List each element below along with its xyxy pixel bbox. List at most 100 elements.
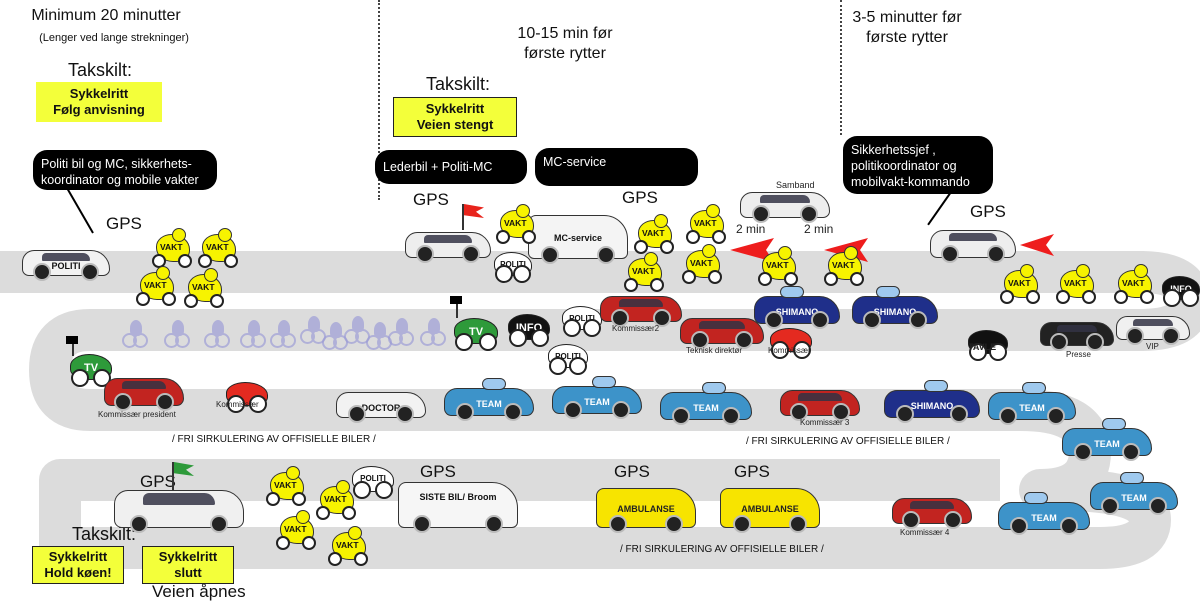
- bubble-safety: Sikkerhetssjef , politikoordinator og mo…: [843, 136, 993, 194]
- vakt-label: VAKT: [504, 218, 527, 228]
- free-circulation-label: / FRI SIRKULERING AV OFFISIELLE BILER /: [620, 544, 824, 555]
- vakt-motorbike: VAKT: [314, 480, 356, 520]
- vakt-motorbike: VAKT: [494, 204, 536, 244]
- vakt-motorbike: VAKT: [264, 466, 306, 506]
- kommissaer-president-label: Kommissær president: [98, 410, 176, 419]
- section-divider: [840, 0, 842, 135]
- team-car: TEAM: [998, 502, 1090, 535]
- shimano-car: SHIMANO: [852, 296, 938, 329]
- vakt-motorbike: VAKT: [326, 526, 368, 566]
- police-motorbike: POLITI: [562, 306, 602, 337]
- police-car: POLITI: [22, 250, 110, 281]
- shimano-car: SHIMANO: [754, 296, 840, 329]
- col1-note: (Lenger ved lange strekninger): [39, 32, 189, 44]
- two-min-label: 2 min: [804, 222, 834, 236]
- team-car: TEAM: [1062, 428, 1152, 461]
- vakt-label: VAKT: [336, 540, 359, 550]
- team-label: TEAM: [1019, 403, 1045, 414]
- roof-sign-end: Sykkelritt slutt: [142, 546, 234, 584]
- vakt-label: VAKT: [832, 260, 855, 270]
- commissaire-car: [600, 296, 682, 327]
- roof-bike-icon: [1120, 472, 1144, 484]
- ambulance: AMBULANSE: [720, 488, 820, 533]
- col2-title: 10-15 min før første rytter: [517, 25, 613, 62]
- team-label: TEAM: [1121, 493, 1147, 504]
- takskilt-label: Takskilt:: [68, 60, 133, 80]
- chevron-left-icon: [1020, 234, 1054, 256]
- teknisk-label: Teknisk direktør: [686, 346, 743, 355]
- cyclist-icon: [420, 318, 446, 346]
- commissaire-car: [780, 390, 860, 421]
- vakt-motorbike: VAKT: [274, 510, 316, 550]
- president-car: [104, 378, 184, 411]
- col1-title: Minimum 20 minutter: [31, 7, 181, 24]
- tavle-label: TAVLE: [968, 342, 997, 352]
- takskilt-label: Takskilt:: [426, 74, 491, 94]
- tv-motorbike: TV: [70, 354, 112, 387]
- team-label: TEAM: [476, 399, 502, 410]
- press-car: [1040, 322, 1114, 351]
- sign-line: Veien stengt: [416, 117, 494, 132]
- info-label: INFO: [1170, 283, 1192, 294]
- police-moto-label: POLITI: [500, 259, 526, 269]
- bubble-lead: Lederbil + Politi-MC: [375, 150, 527, 184]
- sign-line: Hold køen!: [44, 565, 112, 580]
- sign-line: Sykkelritt: [425, 101, 485, 116]
- vakt-label: VAKT: [1064, 278, 1087, 288]
- vakt-motorbike: VAKT: [822, 246, 864, 286]
- vip-car: [1116, 316, 1190, 345]
- vakt-motorbike: VAKT: [182, 268, 224, 308]
- roof-sign-hold-queue: Sykkelritt Hold køen!: [32, 546, 124, 584]
- vakt-label: VAKT: [284, 524, 307, 534]
- sign-line: Sykkelritt: [158, 549, 218, 564]
- vip-label: VIP: [1146, 342, 1159, 351]
- doctor-label: DOCTOR: [361, 402, 401, 413]
- cyclist-icon: [204, 320, 230, 348]
- team-car: TEAM: [988, 392, 1076, 425]
- shimano-label: SHIMANO: [775, 307, 819, 318]
- vakt-label: VAKT: [1122, 278, 1145, 288]
- chevron-left-icon: [730, 238, 774, 262]
- vakt-label: VAKT: [766, 260, 789, 270]
- roof-sign-closed: Sykkelritt Veien stengt: [393, 97, 517, 137]
- kommissaer4-label: Kommissær 4: [900, 528, 950, 537]
- shimano-label: SHIMANO: [873, 307, 917, 318]
- free-circulation-label: / FRI SIRKULERING AV OFFISIELLE BILER /: [746, 436, 950, 447]
- vakt-label: VAKT: [1008, 278, 1031, 288]
- shimano-label: SHIMANO: [910, 401, 954, 412]
- vakt-label: VAKT: [206, 242, 229, 252]
- bubble-mc-service: MC-service: [535, 148, 698, 186]
- kommissaer3-label: Kommissær 3: [800, 418, 850, 427]
- roof-bike-icon: [592, 376, 616, 388]
- flag-pole: [172, 462, 174, 490]
- flag-pole: [462, 204, 464, 230]
- col3-title: 3-5 minutter før første rytter: [852, 9, 962, 46]
- team-car: TEAM: [660, 392, 752, 425]
- section-divider: [378, 0, 380, 200]
- team-label: TEAM: [584, 397, 610, 408]
- tv-label: TV: [468, 326, 484, 339]
- broom-lead-car: [114, 490, 244, 533]
- gps-label: GPS: [614, 462, 650, 481]
- vakt-motorbike: VAKT: [134, 266, 176, 306]
- vakt-motorbike: VAKT: [196, 228, 238, 268]
- gps-label: GPS: [106, 214, 142, 233]
- gps-label: GPS: [734, 462, 770, 481]
- police-moto-label: POLITI: [569, 313, 595, 323]
- camera-icon: [450, 296, 462, 304]
- vakt-label: VAKT: [192, 282, 215, 292]
- team-car: TEAM: [444, 388, 534, 421]
- mc-service-van: MC-service: [528, 215, 628, 264]
- info-motorbike: INFO: [1162, 276, 1200, 307]
- ambulance-label: AMBULANSE: [741, 504, 799, 515]
- cyclist-icon: [388, 318, 414, 346]
- vakt-motorbike: VAKT: [622, 252, 664, 292]
- gps-label: GPS: [420, 462, 456, 481]
- roof-bike-icon: [1024, 492, 1048, 504]
- camera-pole: [456, 300, 458, 318]
- ambulance-label: AMBULANSE: [617, 504, 675, 515]
- police-motorbike: POLITI: [352, 466, 394, 499]
- vakt-label: VAKT: [694, 218, 717, 228]
- roof-bike-icon: [1102, 418, 1126, 430]
- vakt-label: VAKT: [690, 258, 713, 268]
